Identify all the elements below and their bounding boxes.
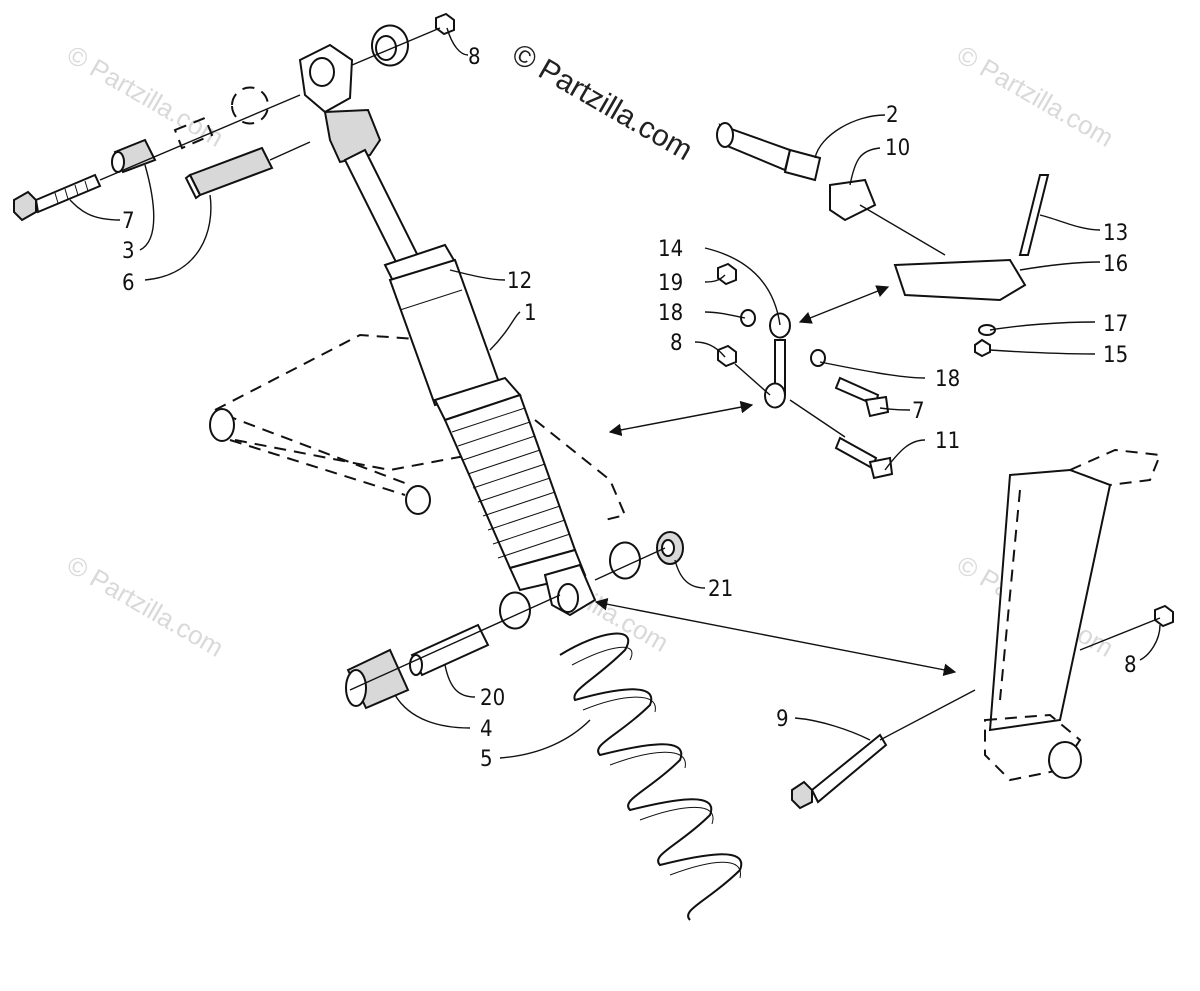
a-arm-phantom — [209, 333, 627, 521]
callout-20: 20 — [480, 686, 505, 711]
callout-labels: 8 7 3 6 2 10 13 16 14 19 18 8 12 1 17 15… — [122, 45, 1137, 772]
copyright-notice: © Partzilla.com — [507, 37, 699, 167]
lower-mount-hardware — [345, 531, 684, 710]
upper-mount-hardware — [13, 86, 311, 222]
callout-10: 10 — [885, 136, 910, 161]
callout-12: 12 — [507, 269, 532, 294]
callout-9: 9 — [776, 707, 789, 732]
callout-7-right: 7 — [912, 399, 925, 424]
leader-lines — [69, 27, 1161, 759]
callout-6: 6 — [122, 271, 135, 296]
watermarks: © Partzilla.com © Partzilla.com © Partzi… — [62, 39, 1119, 663]
spindle — [791, 448, 1174, 810]
callout-8-top: 8 — [468, 45, 481, 70]
callout-19: 19 — [658, 271, 683, 296]
callout-13: 13 — [1103, 221, 1128, 246]
callout-16: 16 — [1103, 252, 1128, 277]
shock-absorber — [298, 43, 597, 617]
callout-15: 15 — [1103, 343, 1128, 368]
callout-17: 17 — [1103, 312, 1128, 337]
callout-21: 21 — [708, 577, 733, 602]
callout-2: 2 — [886, 103, 899, 128]
watermark-top-right: © Partzilla.com — [952, 39, 1119, 153]
callout-8-right: 8 — [1124, 653, 1137, 678]
callout-18-right: 18 — [935, 367, 960, 392]
callout-7-left: 7 — [122, 209, 135, 234]
callout-8-mid: 8 — [670, 331, 683, 356]
reference-arrows — [594, 285, 957, 677]
callout-3: 3 — [122, 239, 135, 264]
callout-18-left: 18 — [658, 301, 683, 326]
callout-11: 11 — [935, 429, 960, 454]
watermark-mid-left: © Partzilla.com — [62, 549, 229, 663]
top-washer-nut — [344, 12, 455, 69]
callout-4: 4 — [480, 717, 493, 742]
callout-5: 5 — [480, 747, 493, 772]
callout-14: 14 — [658, 237, 683, 262]
sway-bar-link — [716, 122, 1050, 480]
coil-spring — [559, 632, 743, 921]
callout-1: 1 — [524, 301, 537, 326]
